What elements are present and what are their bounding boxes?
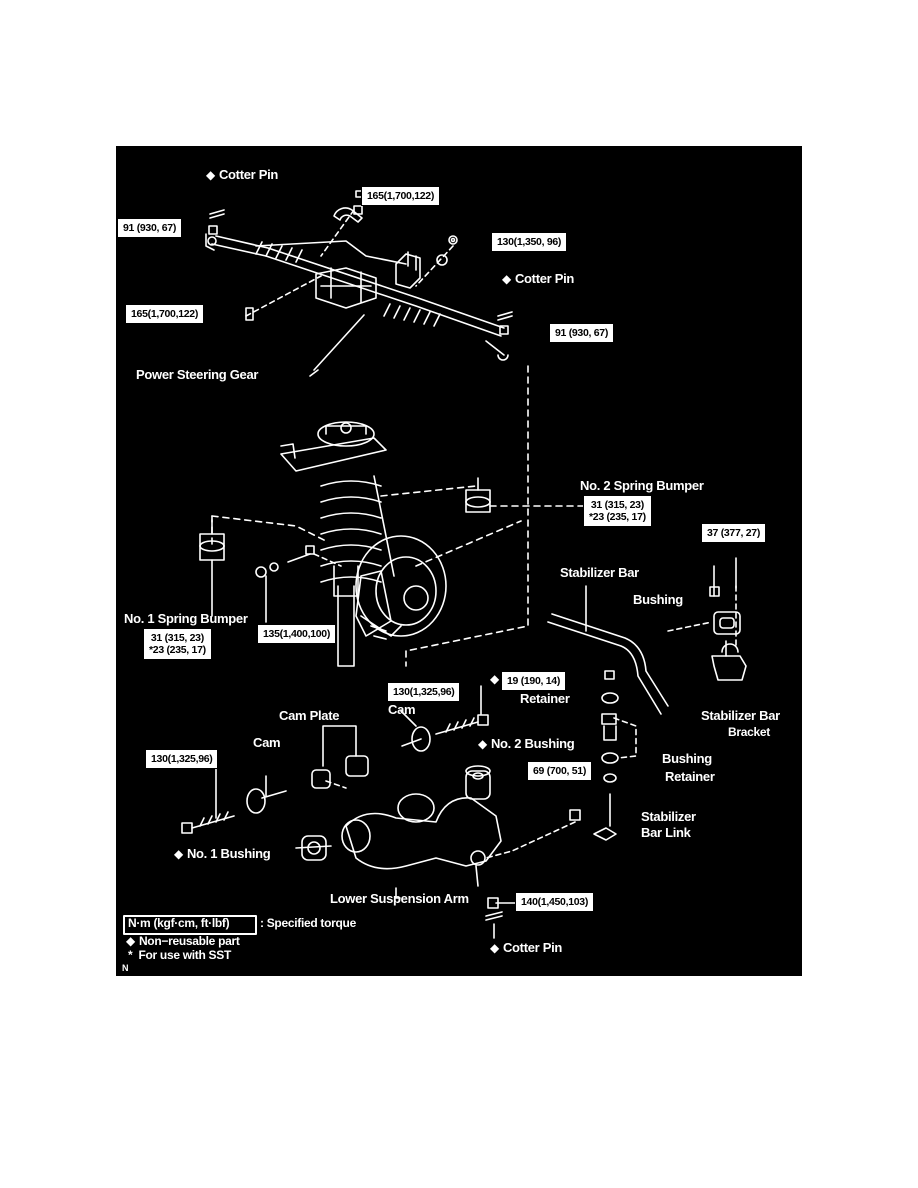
torque-stab-link-nut: 19 (190, 14) [500,670,567,692]
legend-sst-text: For use with SST [138,948,231,962]
torque-rack-bracket-top: 165(1,700,122) [360,185,441,207]
no2-bushing-label: No. 2 Bushing [478,736,575,751]
retainer-lower-label: Retainer [665,769,715,784]
stabilizer-bar-link-label-1: Stabilizer [641,809,696,824]
torque-rack-bolt-left: 165(1,700,122) [124,303,205,325]
torque-rack-nut-right: 130(1,350, 96) [490,231,568,253]
power-steering-gear-drawing [205,190,513,377]
bushing-lower-label: Bushing [662,751,712,766]
lower-suspension-arm-label: Lower Suspension Arm [330,891,469,906]
torque-no1-bumper-a: 31 (315, 23) [150,632,204,644]
torque-bracket-bolt: 37 (377, 27) [700,522,767,544]
cotter-pin-right-label: Cotter Pin [502,271,574,286]
no1-bushing-label: No. 1 Bushing [174,846,271,861]
left-boot [255,241,303,263]
torque-ball-joint-nut: 140(1,450,103) [514,891,595,913]
torque-knuckle-bolt: 135(1,400,100) [256,623,337,645]
stabilizer-bar-link-label-2: Bar Link [641,825,691,840]
stabilizer-bar-bracket-label-1: Stabilizer Bar [701,708,780,723]
stabilizer-bar-bracket-label-2: Bracket [728,725,770,739]
cam-right-label: Cam [388,702,416,717]
exploded-view-diagram: Cotter Pin 165(1,700,122) 91 (930, 67) 1… [116,146,802,976]
no2-spring-bumper-drawing [465,477,585,513]
diagram-line-art [123,190,747,939]
torque-cam-bolt-right: 130(1,325,96) [386,681,461,703]
coil-spring [320,480,382,583]
bushing-upper-label: Bushing [633,592,683,607]
legend-sst: * For use with SST [128,948,231,962]
torque-no2-bumper-a: 31 (315, 23) [590,499,644,511]
no1-spring-bumper-label: No. 1 Spring Bumper [124,611,248,626]
stabilizer-bar-label: Stabilizer Bar [560,565,639,580]
torque-stab-link-lower: 69 (700, 51) [526,760,593,782]
no2-bushing-drawing [465,765,491,800]
right-boot [383,303,441,327]
legend-sst-mark: * [128,948,133,962]
cam-bolts-drawing [181,685,489,834]
ball-joint-hardware-drawing [485,897,517,939]
torque-no2-bumper: 31 (315, 23) *23 (235, 17) [583,494,652,528]
cotter-pin-bottom-label: Cotter Pin [490,940,562,955]
power-steering-gear-label: Power Steering Gear [136,367,259,382]
no2-spring-bumper-label: No. 2 Spring Bumper [580,478,704,493]
stabilizer-bar-drawing [547,557,747,715]
knuckle-bolt-drawing [255,545,342,623]
stabilizer-link-drawing [485,670,637,859]
stab-link-nut-marker [490,672,503,686]
legend-unit-text: : Specified torque [260,916,356,930]
torque-no2-bumper-b: *23 (235, 17) [589,511,646,524]
legend-nonreusable: Non−reusable part [126,934,240,948]
torque-tie-rod-left: 91 (930, 67) [116,217,183,239]
legend-unit-box: N·m (kgf·cm, ft·lbf) [128,916,230,930]
torque-tie-rod-right: 91 (930, 67) [548,322,615,344]
retainer-upper-label: Retainer [520,691,570,706]
cam-plate-label: Cam Plate [279,708,340,723]
strut-knuckle-drawing [211,365,529,667]
torque-no1-bumper-b: *23 (235, 17) [149,644,206,657]
no1-spring-bumper-drawing [199,519,225,617]
cotter-pin-top-label: Cotter Pin [206,167,278,182]
cam-left-label: Cam [253,735,281,750]
torque-cam-bolt-left: 130(1,325,96) [144,748,219,770]
corner-mark: N [122,963,129,973]
lower-suspension-arm-drawing [295,793,502,899]
torque-no1-bumper: 31 (315, 23) *23 (235, 17) [143,627,212,661]
